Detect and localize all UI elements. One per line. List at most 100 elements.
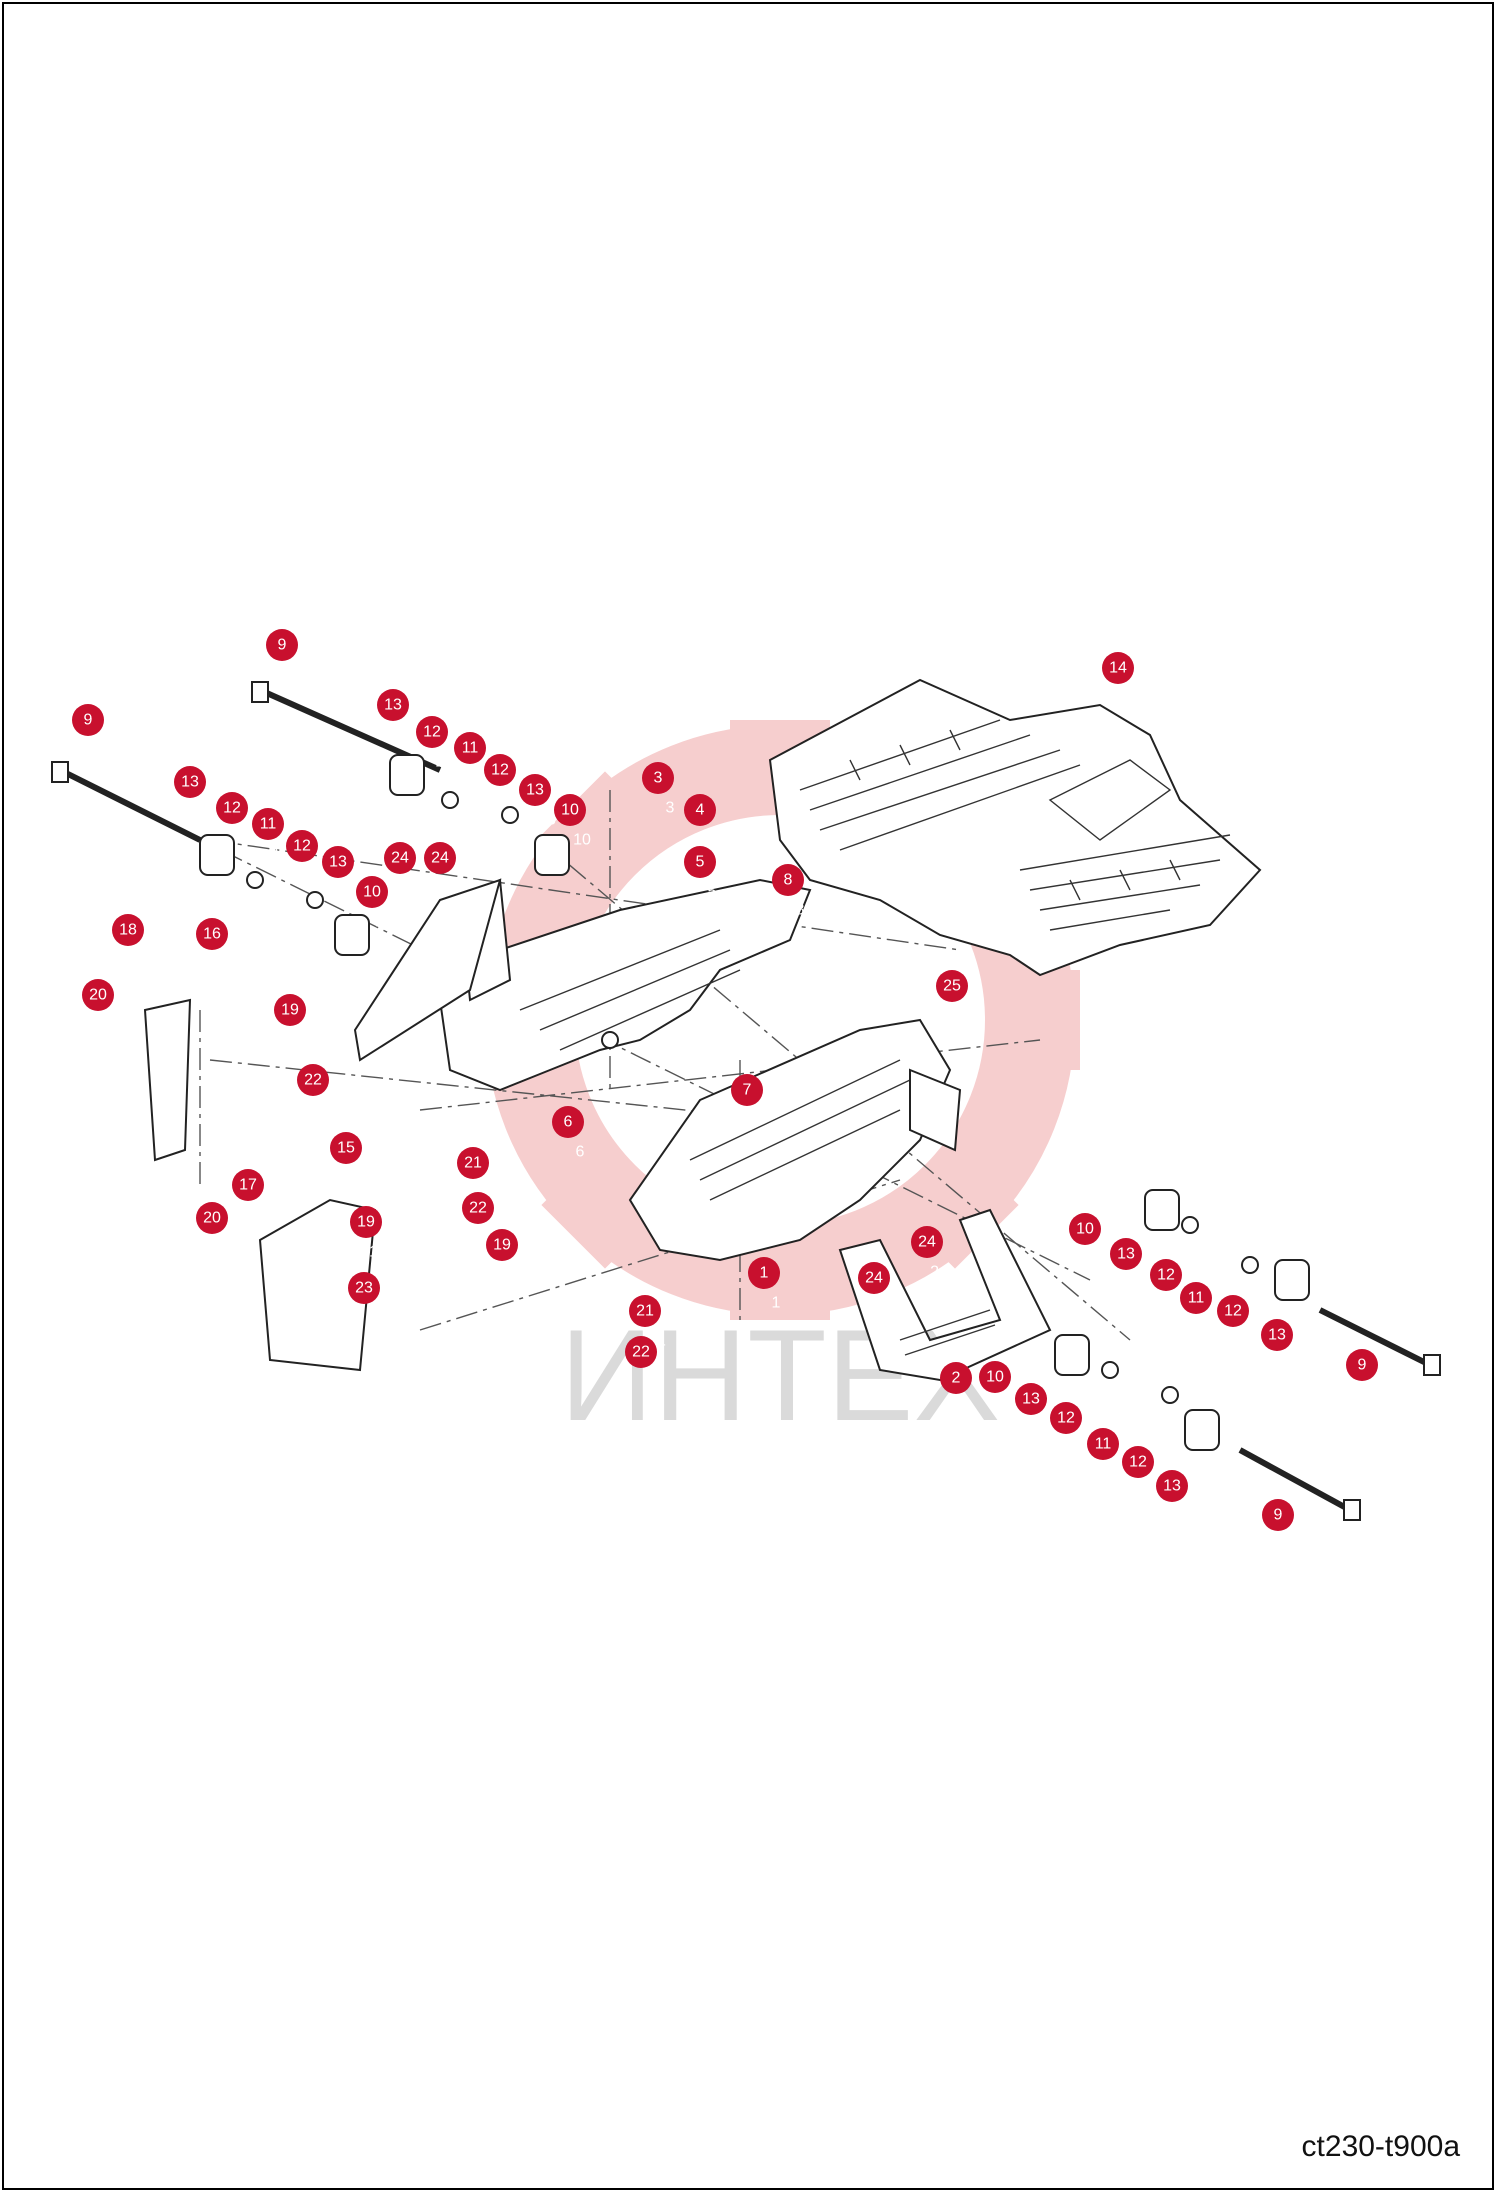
callout-marker-number: 14 (1109, 660, 1127, 677)
callout-marker-circle (1015, 1383, 1047, 1415)
callout-marker-number: 19 (281, 1002, 299, 1019)
callout-marker-number: 22 (304, 1072, 322, 1089)
callout-marker-number: 13 (526, 782, 544, 799)
callout-marker-circle (216, 792, 248, 824)
callout-marker-number: 21 (464, 1155, 482, 1172)
part-reference-number: 9 (96, 742, 105, 759)
callout-marker-number: 10 (363, 884, 381, 901)
callout-marker-circle (350, 1206, 382, 1238)
callout-marker-number: 20 (203, 1210, 221, 1227)
floor-mat (768, 678, 1262, 977)
callout-marker-circle (348, 1272, 380, 1304)
callout-9: 99 (72, 704, 105, 759)
part-reference-number: 7 (755, 1112, 764, 1129)
part-reference-number: 23 (367, 1310, 385, 1327)
callout-marker-number: 12 (1157, 1267, 1175, 1284)
callout-marker-circle (1150, 1259, 1182, 1291)
callout-marker-number: 12 (423, 724, 441, 741)
callout-marker-number: 9 (278, 637, 287, 654)
callout-marker-circle (1346, 1349, 1378, 1381)
part-reference-number: 13 (538, 812, 556, 829)
callout-marker-number: 24 (918, 1234, 936, 1251)
part-reference-number: 25 (955, 1008, 973, 1025)
part-reference-number: 5 (708, 884, 717, 901)
callout-marker-circle (554, 794, 586, 826)
part-reference-number: 22 (644, 1374, 662, 1391)
callout-marker-number: 1 (760, 1265, 769, 1282)
part-reference-number: 12 (1141, 1484, 1159, 1501)
callout-marker-circle (356, 876, 388, 908)
callout-marker-number: 6 (564, 1114, 573, 1131)
callout-marker-circle (911, 1226, 943, 1258)
callout-2: 22 (940, 1362, 973, 1417)
callout-marker-number: 9 (1358, 1357, 1367, 1374)
callout-marker-circle (1261, 1319, 1293, 1351)
callout-marker-circle (1262, 1499, 1294, 1531)
callout-marker-number: 13 (1163, 1478, 1181, 1495)
callout-marker-number: 13 (329, 854, 347, 871)
part-reference-number: 11 (1107, 1466, 1124, 1483)
callout-marker-circle (232, 1169, 264, 1201)
part-reference-number: 12 (1069, 1440, 1087, 1457)
step-bracket (838, 1208, 1052, 1382)
part-reference-number: 24 (877, 1300, 895, 1317)
part-reference-number: 13 (341, 884, 359, 901)
callout-marker-circle (82, 979, 114, 1011)
callout-marker-circle (940, 1362, 972, 1394)
callout-marker-number: 10 (561, 802, 579, 819)
callout-marker-number: 11 (1095, 1436, 1112, 1453)
callout-marker-number: 11 (1188, 1290, 1205, 1307)
callout-marker-number: 10 (986, 1369, 1004, 1386)
callout-marker-circle (552, 1106, 584, 1138)
callout-marker-number: 12 (293, 838, 311, 855)
callout-marker-circle (1217, 1295, 1249, 1327)
callout-marker-number: 3 (654, 770, 663, 787)
part-reference-number: 9 (1286, 1537, 1295, 1554)
callout-marker-circle (629, 1295, 661, 1327)
callout-marker-number: 9 (1274, 1507, 1283, 1524)
drawing-code: ct230-t900a (1301, 2130, 1460, 2163)
part-reference-number: 13 (1034, 1421, 1052, 1438)
callout-marker-circle (1156, 1470, 1188, 1502)
callout-marker-circle (196, 1202, 228, 1234)
callout-marker-circle (748, 1257, 780, 1289)
callout-marker-circle (731, 1074, 763, 1106)
callout-marker-circle (174, 766, 206, 798)
callout-marker-number: 13 (181, 774, 199, 791)
callout-marker-number: 24 (865, 1270, 883, 1287)
callout-marker-number: 16 (203, 926, 221, 943)
part-reference-number: 11 (1200, 1320, 1217, 1337)
callout-marker-number: 22 (469, 1200, 487, 1217)
callout-marker-number: 11 (260, 816, 277, 833)
callout-marker-circle (416, 716, 448, 748)
callout-marker-circle (1087, 1428, 1119, 1460)
callout-marker-number: 20 (89, 987, 107, 1004)
callout-marker-circle (936, 970, 968, 1002)
callout-marker-circle (72, 704, 104, 736)
part-reference-number: 24 (443, 880, 461, 897)
callout-marker-number: 24 (431, 850, 449, 867)
part-reference-number: 19 (505, 1267, 523, 1284)
callout-marker-number: 12 (491, 762, 509, 779)
callout-13: 13 13 (322, 846, 359, 901)
callout-marker-circle (286, 830, 318, 862)
part-reference-number: 13 (1129, 1276, 1147, 1293)
part-reference-number: 9 (290, 667, 299, 684)
